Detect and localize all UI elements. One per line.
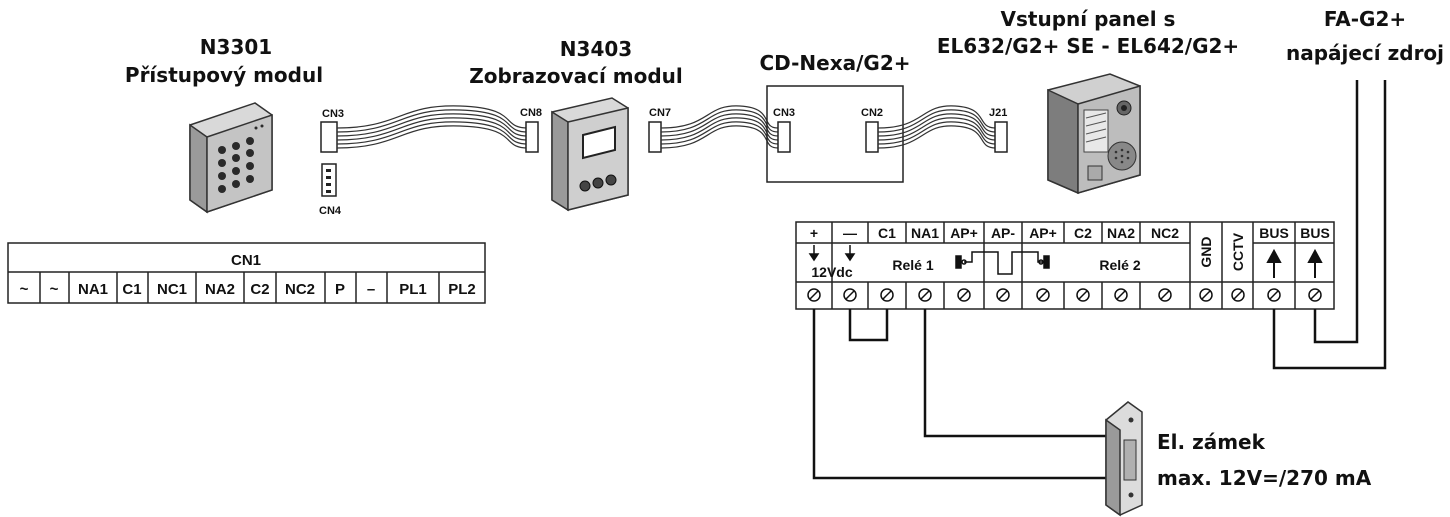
cn1-title: CN1 (231, 252, 261, 269)
lock-label-line1: El. zámek (1157, 430, 1266, 454)
tb-ap-plus-2: AP+ (1029, 225, 1057, 241)
cn1-cell: NA1 (78, 281, 108, 298)
tb-ap-plus-1: AP+ (950, 225, 978, 241)
bus-arrows (1266, 248, 1323, 278)
cn1-cell: ~ (20, 281, 29, 298)
tb-ap-minus: AP- (991, 225, 1015, 241)
cn1-cell: PL1 (399, 281, 427, 298)
keypad-module-image (189, 102, 273, 214)
cd-nexa-name: CD-Nexa/G2+ (759, 51, 910, 75)
flat-cable-cn2-j21 (877, 105, 997, 149)
flat-cable-cn3-cn8 (336, 105, 529, 149)
jumper-minus-c1 (848, 309, 889, 342)
terminal-block (795, 221, 1335, 310)
tb-c2: C2 (1074, 225, 1092, 241)
cn1-table (7, 242, 486, 304)
screw-terminals (807, 288, 1322, 302)
tb-na2: NA2 (1107, 225, 1135, 241)
polarity-arrows (808, 245, 856, 262)
tb-bus-2: BUS (1300, 225, 1330, 241)
tb-nc2: NC2 (1151, 225, 1179, 241)
cn8-display-label: CN8 (520, 107, 542, 119)
psu-title-line2: napájecí zdroj (1286, 41, 1444, 65)
psu-title-line1: FA-G2+ (1324, 7, 1406, 31)
cn2-nexa-label: CN2 (861, 107, 883, 119)
cn3-nexa-connector (777, 121, 791, 153)
wire-bus2-psu (1313, 80, 1359, 344)
tb-gnd: GND (1198, 236, 1214, 267)
cn3-access-connector (320, 121, 338, 153)
panel-title-line2: EL632/G2+ SE - EL642/G2+ (937, 34, 1239, 58)
cn3-nexa-label: CN3 (773, 107, 795, 119)
cd-nexa-box (766, 85, 904, 183)
lock-label-line2: max. 12V=/270 mA (1157, 466, 1372, 490)
display-module-image (551, 97, 629, 212)
cn7-display-connector (648, 121, 662, 153)
tb-minus: — (843, 225, 857, 241)
n3403-code: N3403 (560, 37, 632, 61)
cn1-cell: P (335, 281, 345, 298)
cn1-cell: C2 (250, 281, 269, 298)
n3301-name: Přístupový modul (125, 63, 323, 87)
cn1-cell: ~ (50, 281, 59, 298)
tb-c1: C1 (878, 225, 896, 241)
j21-panel-label: J21 (989, 107, 1007, 119)
flat-cable-cn7-cn3 (660, 105, 779, 149)
electric-lock-image (1105, 401, 1143, 517)
cn1-cell: NC2 (285, 281, 315, 298)
j21-panel-connector (994, 121, 1008, 153)
wire-plus-lock (812, 309, 1108, 480)
cn7-display-label: CN7 (649, 107, 671, 119)
tb-12vdc: 12Vdc (811, 264, 852, 280)
cn2-nexa-connector (865, 121, 879, 153)
tb-na1: NA1 (911, 225, 939, 241)
cn1-cell: NC1 (157, 281, 187, 298)
n3301-code: N3301 (200, 35, 272, 59)
cn1-cell: NA2 (205, 281, 235, 298)
cn4-access-connector (321, 163, 337, 197)
tb-rele-1: Relé 1 (892, 257, 933, 273)
panel-title-line1: Vstupní panel s (1001, 7, 1176, 31)
n3403-name: Zobrazovací modul (469, 64, 683, 88)
tb-rele-2: Relé 2 (1099, 257, 1140, 273)
wire-bus1-psu (1272, 80, 1387, 370)
wiring (812, 80, 1387, 480)
wire-na1-lock (923, 309, 1108, 438)
cn3-access-label: CN3 (322, 108, 344, 120)
cn1-cell: PL2 (448, 281, 476, 298)
cn4-access-label: CN4 (319, 205, 342, 217)
tb-plus: + (810, 225, 818, 241)
entrance-panel-image (1047, 73, 1141, 195)
cn1-cell: C1 (122, 281, 141, 298)
cn1-cell: – (367, 281, 375, 298)
cn8-display-connector (525, 121, 539, 153)
tb-cctv: CCTV (1230, 232, 1246, 271)
ap-button-symbols (955, 251, 1050, 275)
tb-bus-1: BUS (1259, 225, 1289, 241)
